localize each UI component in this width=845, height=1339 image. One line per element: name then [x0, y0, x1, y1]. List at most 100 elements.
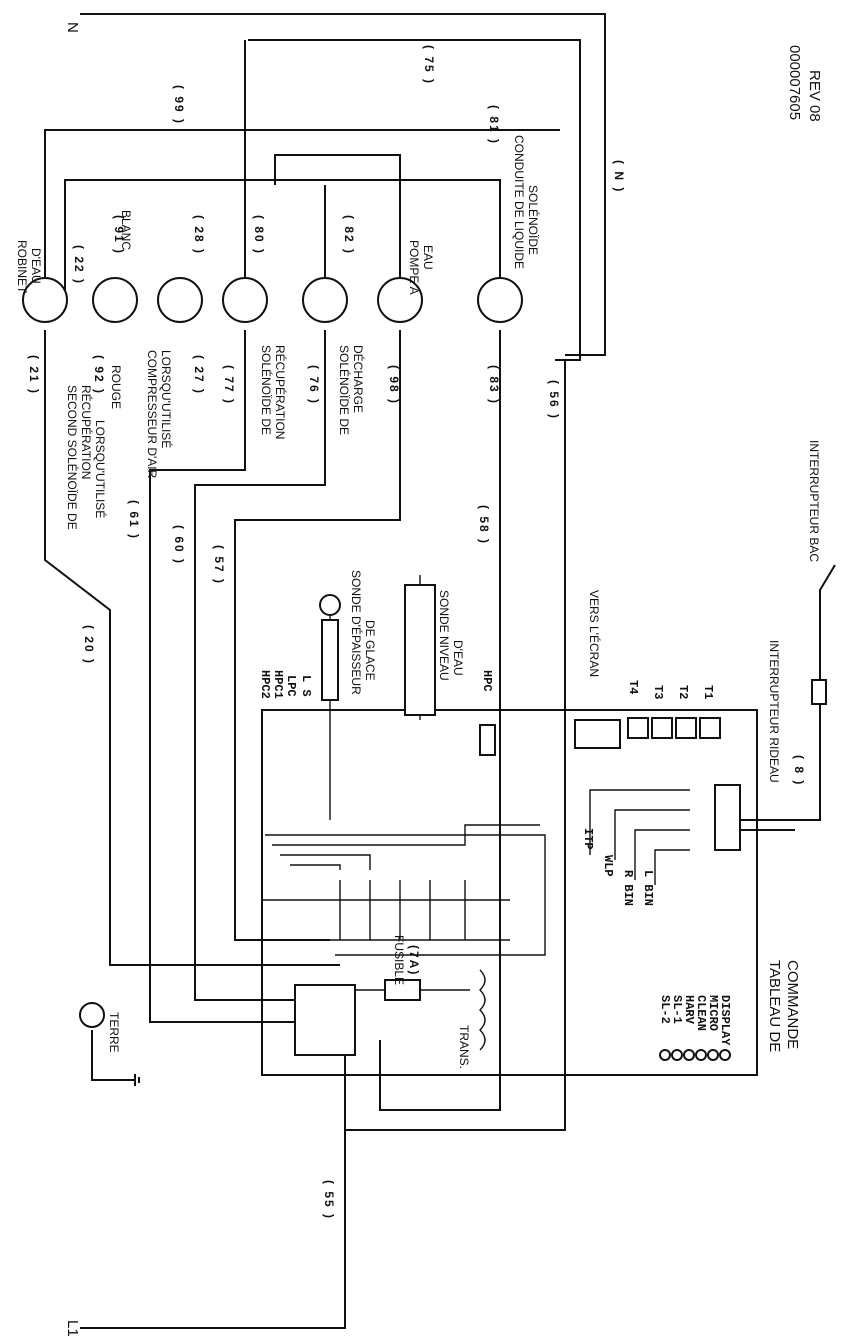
recuperation-label1: SOLÉNOÏDE DE: [259, 345, 274, 435]
rouge-label: ROUGE: [109, 365, 123, 409]
led-sl1: [671, 1049, 683, 1061]
neutral-paren-label: ( N ): [612, 160, 626, 193]
term-t4: T4: [626, 680, 640, 694]
neutral-label: N: [64, 22, 81, 33]
second-label2: RÉCUPÉRATION: [79, 385, 94, 479]
doc-number: 000007605: [786, 45, 803, 120]
second-label3: LORSQU'UTILISÉ: [93, 420, 108, 518]
decharge-solenoid: [302, 277, 348, 323]
wire-27: ( 27 ): [192, 355, 206, 395]
decharge-label2: DÉCHARGE: [351, 345, 366, 413]
recuperation-label2: RÉCUPÉRATION: [273, 345, 288, 439]
led-label-micro: MICRO: [706, 995, 720, 1031]
interrupteur-rideau-label: INTERRUPTEUR RIDEAU: [767, 640, 781, 783]
fusible-label: FUSIBLE: [392, 935, 406, 985]
fuse: [384, 979, 421, 1001]
led-label-sl2: SL-2: [658, 995, 672, 1024]
term-wlp: WLP: [601, 855, 615, 877]
wiring-lines: [44, 13, 836, 1329]
term-t2: T2: [676, 685, 690, 699]
second-label1: SECOND SOLÉNOÏDE DE: [65, 385, 80, 530]
robinet-solenoid: [22, 277, 68, 323]
trans-label: TRANS.: [457, 1025, 471, 1069]
wire-80: ( 80 ): [252, 215, 266, 255]
term-ls: L S: [299, 675, 313, 697]
pompe-label1: POMPE À: [407, 240, 422, 295]
wire-76: ( 76 ): [307, 365, 321, 405]
terminal-block: [294, 984, 356, 1056]
wire-98: ( 98 ): [387, 365, 401, 405]
wire-83: ( 83 ): [487, 365, 501, 405]
term-lpc: LPC: [284, 675, 298, 697]
recuperation-solenoid: [222, 277, 268, 323]
term-t3: T3: [651, 685, 665, 699]
t2-connector: [675, 717, 697, 739]
pompe-label2: EAU: [421, 245, 435, 270]
led-label-clean: CLEAN: [694, 995, 708, 1031]
wire-81: ( 81 ): [487, 105, 501, 145]
wire-57: ( 57 ): [212, 545, 226, 585]
led-label-sl1: SL-1: [670, 995, 684, 1024]
decharge-label1: SOLÉNOÏDE DE: [337, 345, 352, 435]
led-sl2: [659, 1049, 671, 1061]
wire-8: ( 8 ): [792, 755, 806, 786]
blanc-label: BLANC: [119, 210, 133, 250]
term-t1: T1: [701, 685, 715, 699]
ice-probe-body: [321, 619, 339, 701]
robinet-label: ROBINET: [15, 240, 29, 294]
wire-56: ( 56 ): [547, 380, 561, 420]
wire-60: ( 60 ): [172, 525, 186, 565]
rouge-blanc-solenoid: [92, 277, 138, 323]
robinet-label2: D'EAU: [29, 248, 43, 284]
led-label-display: DISPLAY: [718, 995, 732, 1046]
earth-label: TERRE: [107, 1012, 121, 1053]
conduite-solenoid: [477, 277, 523, 323]
hpc-connector: [479, 724, 496, 756]
line-label: L1: [64, 1320, 81, 1337]
sonde-niveau-label2: D'EAU: [451, 640, 465, 676]
vers-ecran-label: VERS L'ÉCRAN: [587, 590, 602, 677]
wire-77: ( 77 ): [222, 365, 236, 405]
t4-connector: [627, 717, 649, 739]
curtain-switch: [811, 679, 827, 705]
led-harv: [683, 1049, 695, 1061]
wire-28: ( 28 ): [192, 215, 206, 255]
tableau-label2: COMMANDE: [784, 960, 801, 1049]
wire-numbers: ( 99 ) ( 75 ) ( 81 ) ( 22 ) ( 91 ) ( 28 …: [27, 45, 806, 1220]
display-connector: [574, 719, 621, 749]
conduite-label2: SOLÉNOÏDE: [526, 185, 541, 255]
wire-99: ( 99 ): [172, 85, 186, 125]
wire-61: ( 61 ): [127, 500, 141, 540]
compresseur-label2: LORSQU'UTILISÉ: [159, 350, 174, 448]
led-clean: [695, 1049, 707, 1061]
interrupteur-bac-label: INTERRUPTEUR BAC: [807, 440, 821, 562]
term-lbin: L BIN: [641, 870, 655, 906]
term-itp: ITP: [581, 828, 595, 850]
term-hpc1: HPC1: [271, 670, 285, 699]
board-header: [714, 784, 741, 851]
wire-58: ( 58 ): [477, 505, 491, 545]
compresseur-label1: COMPRESSEUR D'AIR: [145, 350, 159, 479]
led-labels: SL-2 SL-1 HARV CLEAN MICRO DISPLAY: [658, 995, 732, 1046]
hpc-label: HPC: [480, 670, 494, 692]
t3-connector: [651, 717, 673, 739]
led-micro: [707, 1049, 719, 1061]
wire-92: ( 92 ): [92, 355, 106, 395]
conduite-label1: CONDUITE DE LIQUIDE: [512, 135, 526, 269]
text-labels: N L1 ( N ) 000007605 REV 08 TERRE ROBINE…: [15, 22, 823, 1337]
term-rbin: R BIN: [621, 870, 635, 906]
sonde-glace-label2: DE GLACE: [363, 620, 377, 681]
term-hpc2: HPC2: [258, 670, 272, 699]
sonde-glace-label1: SONDE D'ÉPAISSEUR: [349, 570, 364, 695]
wire-82: ( 82 ): [342, 215, 356, 255]
wire-55: ( 55 ): [322, 1180, 336, 1220]
earth-symbol: [79, 1002, 105, 1028]
wire-91: ( 91 ): [112, 215, 126, 255]
led-label-harv: HARV: [682, 995, 696, 1025]
wire-22: ( 22 ): [72, 245, 86, 285]
fusible-rating: (7A): [407, 945, 421, 976]
tableau-label1: TABLEAU DE: [766, 960, 783, 1052]
sonde-niveau-label1: SONDE NIVEAU: [437, 590, 451, 681]
wire-20: ( 20 ): [82, 625, 96, 665]
